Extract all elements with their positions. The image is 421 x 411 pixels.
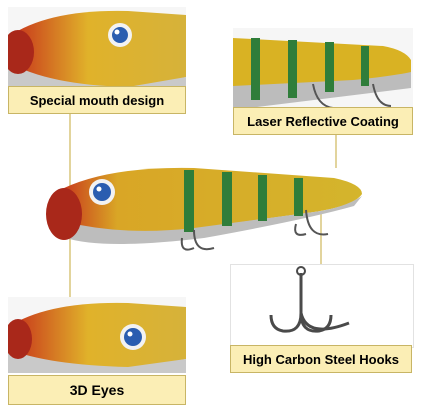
lure-body-closeup-image xyxy=(233,38,411,110)
fishing-lure-image xyxy=(46,167,362,251)
lure-eye-closeup-image xyxy=(8,302,186,373)
callout-laser-reflective-coating: Laser Reflective Coating xyxy=(233,107,413,135)
mouth-closeup-panel xyxy=(8,7,186,97)
eyes-closeup-panel xyxy=(8,297,186,373)
treble-hook-icon xyxy=(269,266,350,333)
callout-special-mouth-design: Special mouth design xyxy=(8,86,186,114)
callout-high-carbon-steel-hooks: High Carbon Steel Hooks xyxy=(230,345,412,373)
hook-closeup-panel xyxy=(230,264,414,348)
coating-closeup-panel xyxy=(233,28,413,110)
lure-mouth-closeup-image xyxy=(8,10,186,97)
callout-3d-eyes: 3D Eyes xyxy=(8,375,186,405)
